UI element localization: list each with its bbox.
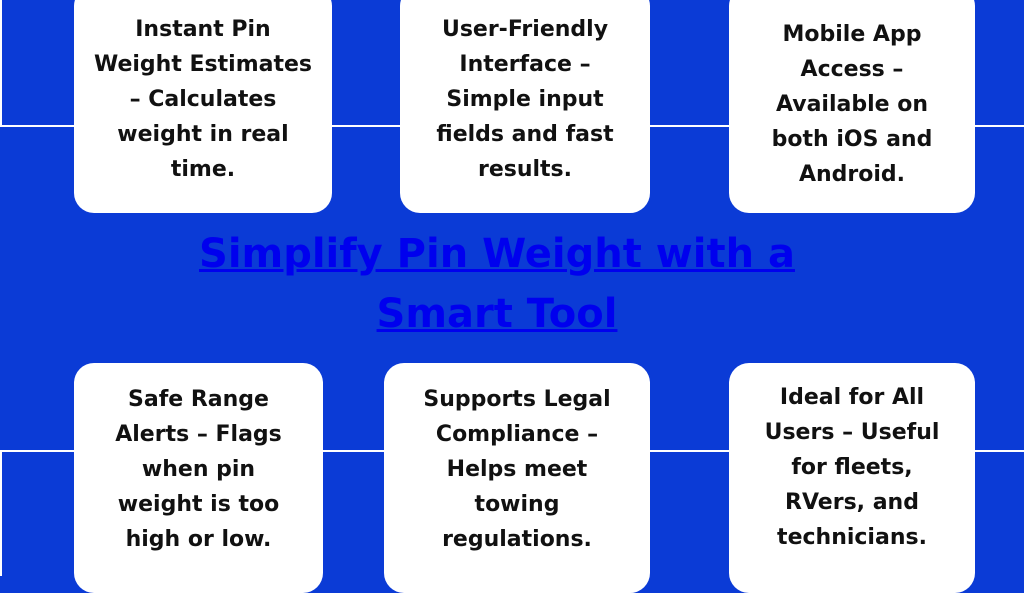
feature-card-instant-estimates: Instant Pin Weight Estimates – Calculate… bbox=[74, 0, 332, 213]
feature-card-user-friendly: User-Friendly Interface – Simple input f… bbox=[400, 0, 650, 213]
feature-card-safe-range: Safe Range Alerts – Flags when pin weigh… bbox=[74, 363, 323, 593]
bottom-left-edge-line bbox=[0, 450, 2, 576]
feature-card-text: Ideal for All Users – Useful for fleets,… bbox=[764, 384, 940, 550]
feature-card-text: Instant Pin Weight Estimates – Calculate… bbox=[93, 17, 312, 182]
feature-card-text: Supports Legal Compliance – Helps meet t… bbox=[423, 386, 611, 552]
feature-card-legal-compliance: Supports Legal Compliance – Helps meet t… bbox=[384, 363, 650, 593]
feature-card-mobile-app: Mobile App Access – Available on both iO… bbox=[729, 0, 975, 213]
feature-card-text: Safe Range Alerts – Flags when pin weigh… bbox=[115, 386, 282, 552]
page-title-link[interactable]: Simplify Pin Weight with a Smart Tool bbox=[199, 231, 795, 337]
feature-card-ideal-users: Ideal for All Users – Useful for fleets,… bbox=[729, 363, 975, 593]
top-left-edge-line bbox=[0, 0, 2, 126]
feature-card-text: Mobile App Access – Available on both iO… bbox=[771, 22, 933, 187]
feature-card-text: User-Friendly Interface – Simple input f… bbox=[436, 17, 614, 182]
